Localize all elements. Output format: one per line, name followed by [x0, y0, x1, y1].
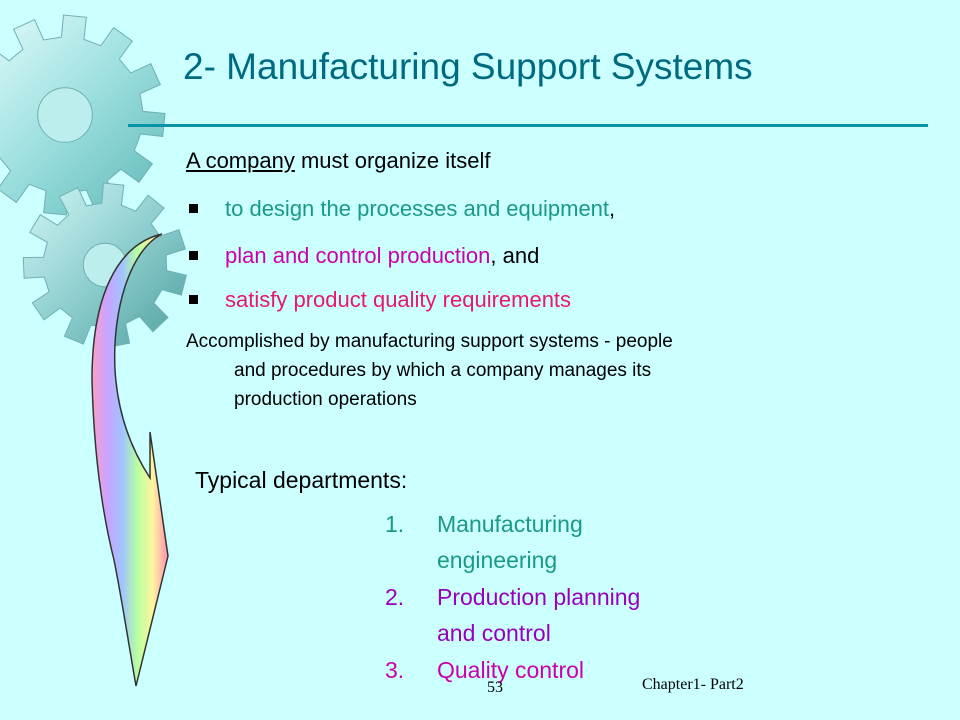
intro-underlined-text: A company	[186, 148, 295, 173]
bullet-text: plan and control production	[225, 243, 491, 268]
bullet-item: plan and control production, and	[189, 243, 539, 269]
department-line-1: Production planning	[437, 584, 641, 610]
accomplished-line-3: production operations	[234, 389, 417, 410]
department-item: 3. Quality control	[385, 652, 584, 688]
department-number: 2.	[385, 584, 405, 610]
bullet-suffix: , and	[490, 243, 540, 268]
department-number: 3.	[385, 657, 405, 683]
bullet-item: to design the processes and equipment,	[189, 196, 615, 222]
gear-icon	[0, 14, 166, 216]
gears-decoration	[0, 14, 188, 348]
chapter-label: Chapter1- Part2	[642, 676, 744, 693]
curved-arrow-icon	[91, 233, 169, 687]
department-line-2: engineering	[437, 547, 558, 573]
department-line-1: Quality control	[437, 657, 585, 683]
bullet-suffix: ,	[609, 196, 616, 221]
bullet-square-icon	[189, 204, 198, 213]
bullet-square-icon	[189, 251, 198, 260]
slide-title: 2- Manufacturing Support Systems	[183, 46, 753, 87]
bullet-text: to design the processes and equipment	[225, 196, 610, 221]
accomplished-paragraph: Accomplished by manufacturing support sy…	[186, 327, 886, 414]
title-divider	[128, 124, 928, 127]
intro-line: A company must organize itself	[186, 148, 490, 174]
typical-departments-heading: Typical departments:	[195, 467, 408, 493]
accomplished-line-2: and procedures by which a company manage…	[234, 360, 652, 381]
department-item: 1. Manufacturing engineering	[385, 506, 583, 578]
department-item: 2. Production planning and control	[385, 579, 640, 651]
page-number: 53	[487, 679, 503, 696]
accomplished-line-1: Accomplished by manufacturing support sy…	[186, 331, 673, 352]
bullet-text: satisfy product quality requirements	[225, 287, 572, 312]
intro-rest-text: must organize itself	[294, 148, 491, 173]
department-line-1: Manufacturing	[437, 511, 583, 537]
bullet-item: satisfy product quality requirements	[189, 287, 571, 313]
bullet-square-icon	[189, 295, 198, 304]
department-number: 1.	[385, 511, 405, 537]
department-line-2: and control	[437, 620, 551, 646]
